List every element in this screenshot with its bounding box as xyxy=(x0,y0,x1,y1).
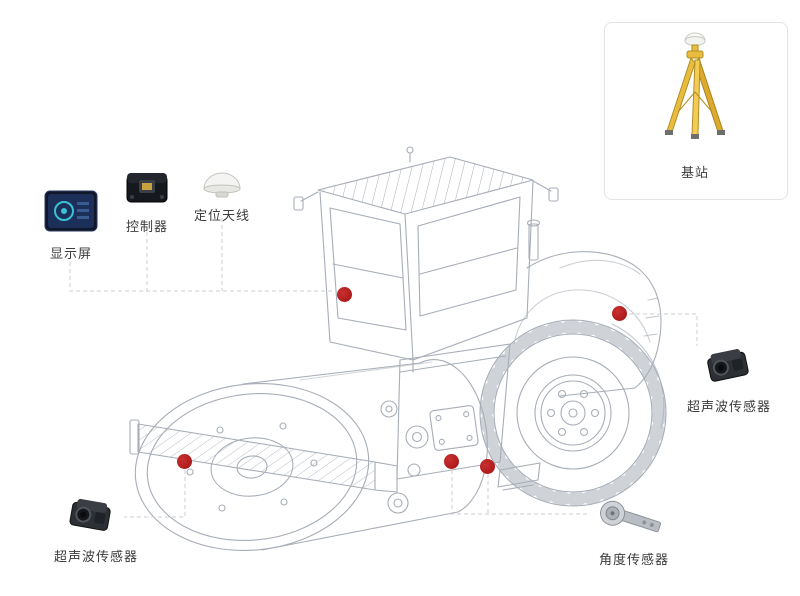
marker-cab xyxy=(337,287,352,302)
cab-roof xyxy=(317,156,534,215)
display-icon xyxy=(44,190,98,237)
controller-label: 控制器 xyxy=(125,219,169,234)
ultrasonic-sensor-left-icon xyxy=(62,494,120,545)
controller-icon xyxy=(125,170,169,211)
drum-truss xyxy=(137,423,376,491)
antenna-label: 定位天线 xyxy=(193,208,251,223)
marker-drum-front xyxy=(177,454,192,469)
marker-engine-right xyxy=(612,306,627,321)
tripod-icon xyxy=(645,30,745,155)
ultrasonic-sensor-right-label: 超声波传感器 xyxy=(686,399,772,414)
antenna-icon xyxy=(199,167,245,204)
display-label: 显示屏 xyxy=(49,246,93,261)
marker-frame-right xyxy=(480,459,495,474)
angle-sensor-icon xyxy=(594,498,666,549)
ultrasonic-sensor-left-label: 超声波传感器 xyxy=(53,549,139,564)
base-station-label: 基站 xyxy=(680,165,710,180)
marker-frame-left xyxy=(444,454,459,469)
angle-sensor-label: 角度传感器 xyxy=(598,552,670,567)
ultrasonic-sensor-right-icon xyxy=(700,344,758,395)
